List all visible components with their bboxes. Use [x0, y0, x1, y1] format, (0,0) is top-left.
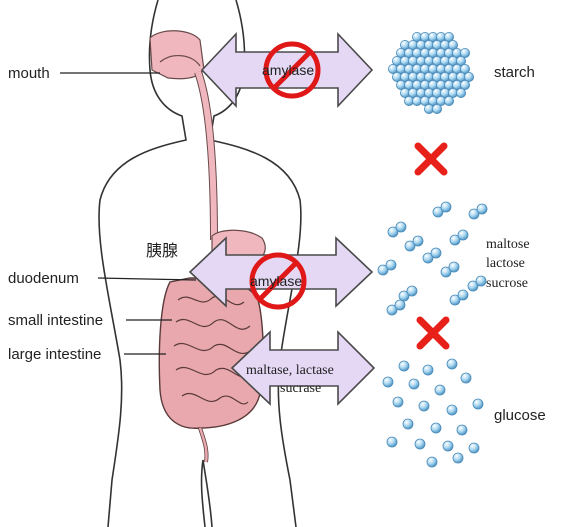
tongue	[159, 55, 201, 67]
disaccharide-unit	[475, 275, 487, 287]
glucose-molecule	[452, 452, 464, 464]
disaccharide-unit	[467, 280, 479, 292]
glucose-molecule	[434, 384, 446, 396]
glucose-molecule	[442, 440, 454, 452]
label-duodenum: duodenum	[8, 270, 79, 287]
label-mouth: mouth	[8, 65, 50, 82]
starch-glucose-unit	[455, 88, 466, 99]
disaccharidase-arrow	[230, 330, 376, 406]
glucose-molecule	[446, 404, 458, 416]
glucose-molecule	[418, 400, 430, 412]
disaccharide-unit	[430, 247, 442, 259]
label-glucose: glucose	[494, 407, 546, 424]
label-large-intestine: large intestine	[8, 346, 101, 363]
amylase-arrow-mid	[188, 236, 374, 308]
disaccharide-unit	[406, 285, 418, 297]
disaccharide-unit	[412, 235, 424, 247]
disaccharide-unit	[404, 240, 416, 252]
starch-molecule-cluster	[387, 32, 474, 115]
amylase-arrow-top	[200, 31, 374, 109]
disaccharide-unit	[432, 206, 444, 218]
disaccharide-unit	[387, 226, 399, 238]
glucose-molecule	[422, 364, 434, 376]
esophagus-fill	[195, 70, 217, 241]
label-lactose: lactose	[486, 256, 525, 271]
disaccharide-unit	[476, 203, 488, 215]
glucose-molecule	[456, 424, 468, 436]
disaccharide-molecules	[377, 201, 488, 316]
enzyme-label-sucrase: sucrase	[280, 381, 321, 396]
starch-glucose-unit	[455, 56, 466, 67]
disaccharide-unit	[386, 304, 398, 316]
glucose-molecule	[414, 438, 426, 450]
label-starch: starch	[494, 64, 535, 81]
glucose-molecule	[392, 396, 404, 408]
glucose-molecule	[402, 418, 414, 430]
glucose-molecule	[398, 360, 410, 372]
disaccharide-unit	[448, 261, 460, 273]
glucose-molecule	[446, 358, 458, 370]
prohibit-icon	[249, 252, 307, 310]
glucose-molecules	[382, 358, 484, 468]
glucose-molecule	[426, 456, 438, 468]
label-sucrose: sucrose	[486, 276, 528, 291]
disaccharide-unit	[457, 289, 469, 301]
enzyme-label-amylase-top: amylase	[262, 62, 314, 78]
mouth-cavity	[149, 30, 205, 80]
disaccharide-unit	[377, 264, 389, 276]
disaccharide-unit	[440, 266, 452, 278]
disaccharide-unit	[449, 294, 461, 306]
leader-lines	[60, 72, 197, 355]
starch-glucose-unit	[459, 48, 470, 59]
glucose-molecule	[472, 398, 484, 410]
disaccharide-unit	[398, 290, 410, 302]
enzyme-label-amylase-mid: amylase	[250, 273, 302, 289]
label-pancreas: 胰腺	[146, 241, 178, 260]
glucose-molecule	[382, 376, 394, 388]
starch-glucose-unit	[443, 96, 454, 107]
disaccharide-unit	[449, 234, 461, 246]
glucose-molecule	[460, 372, 472, 384]
glucose-molecule	[430, 422, 442, 434]
prohibit-icon	[263, 41, 321, 99]
enzyme-arrows	[188, 31, 376, 406]
glucose-molecule	[386, 436, 398, 448]
disaccharide-unit	[394, 299, 406, 311]
disaccharide-unit	[457, 229, 469, 241]
label-maltose: maltose	[486, 237, 530, 252]
disaccharide-unit	[468, 208, 480, 220]
starch-glucose-unit	[431, 104, 442, 115]
disaccharide-unit	[422, 252, 434, 264]
disaccharide-unit	[440, 201, 452, 213]
enzyme-label-disaccharidases: maltase, lactase	[246, 363, 334, 378]
glucose-molecule	[468, 442, 480, 454]
starch-glucose-unit	[443, 32, 454, 43]
starch-glucose-unit	[459, 80, 470, 91]
glucose-molecule	[408, 378, 420, 390]
disaccharide-unit	[395, 221, 407, 233]
starch-glucose-unit	[463, 72, 474, 83]
starch-glucose-unit	[459, 64, 470, 75]
red-cross-icon	[416, 316, 450, 350]
disaccharide-unit	[385, 259, 397, 271]
starch-glucose-unit	[447, 40, 458, 51]
red-cross-icon	[414, 142, 448, 176]
label-small-intestine: small intestine	[8, 312, 103, 329]
